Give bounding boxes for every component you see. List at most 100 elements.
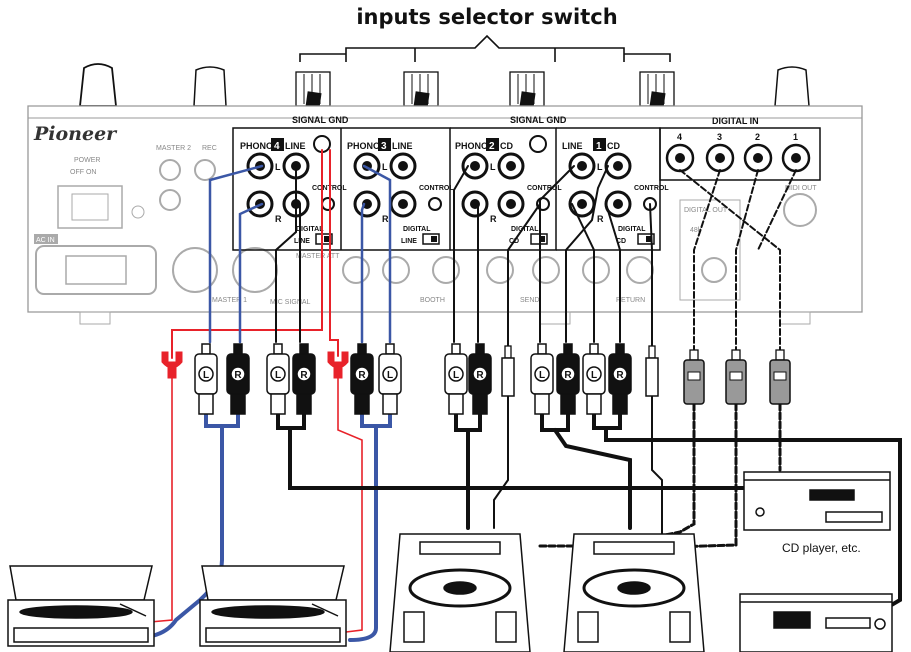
plug-boot bbox=[270, 393, 286, 415]
rca-plug-right: R bbox=[226, 343, 250, 415]
channel-left-label: LINE bbox=[562, 141, 583, 151]
channel-left-label: PHONO bbox=[240, 141, 273, 151]
control-cable bbox=[649, 203, 663, 541]
channel-right-label: CD bbox=[607, 141, 620, 151]
rca-plug-left: L bbox=[444, 343, 468, 415]
ground-spade bbox=[327, 351, 349, 379]
rca-jack-pin bbox=[398, 199, 408, 209]
rca-jack bbox=[604, 152, 632, 180]
digital-num: 2 bbox=[755, 132, 760, 142]
digital-switch-knob bbox=[431, 236, 437, 242]
label-signal-gnd-right: SIGNAL GND bbox=[510, 115, 567, 125]
label-booth: BOOTH bbox=[420, 297, 445, 304]
control-label: CONTROL bbox=[527, 185, 562, 192]
rca-jack bbox=[389, 152, 417, 180]
label-digital-out: DIGITAL OUT bbox=[684, 207, 728, 214]
plug-badge bbox=[230, 366, 246, 382]
rca-jack-pin bbox=[506, 161, 516, 171]
rca-jack-pin bbox=[506, 199, 516, 209]
rca-jack-pin bbox=[613, 161, 623, 171]
rca-plug-right: R bbox=[292, 343, 316, 415]
plug-tip bbox=[299, 343, 309, 355]
channel-number-badge bbox=[271, 138, 284, 151]
channel-left-label: PHONO bbox=[347, 141, 380, 151]
ac-inlet bbox=[35, 245, 157, 295]
switch-left-label: LINE bbox=[401, 238, 417, 245]
cassette-deck bbox=[739, 593, 893, 652]
rca-plug-left: L bbox=[582, 343, 606, 415]
mini-plug bbox=[501, 345, 515, 397]
channel-number-badge bbox=[486, 138, 499, 151]
plug-letter: L bbox=[453, 370, 459, 381]
knob-icon bbox=[774, 66, 810, 107]
plug-tip bbox=[537, 343, 547, 355]
label-master-att: MASTER ATT bbox=[296, 253, 340, 260]
digital-num: 1 bbox=[793, 132, 798, 142]
rca-jack bbox=[461, 190, 489, 218]
midi-out-port bbox=[783, 193, 817, 227]
channel-number: 3 bbox=[381, 141, 387, 152]
selector-brace bbox=[299, 34, 671, 62]
label-power-states: OFF ON bbox=[70, 169, 96, 176]
rca-plug-right: R bbox=[608, 343, 632, 415]
rca-jack-pin bbox=[362, 199, 372, 209]
plug-badge bbox=[448, 366, 464, 382]
ground-wire bbox=[337, 371, 363, 633]
switch-left-label: LINE bbox=[294, 238, 310, 245]
plug-tip bbox=[589, 343, 599, 355]
plug-badge bbox=[612, 366, 628, 382]
plug-badge bbox=[354, 366, 370, 382]
digital-cable bbox=[679, 169, 797, 357]
plug-letter: L bbox=[539, 370, 545, 381]
cd-player-deck-2 bbox=[563, 533, 705, 652]
digital-switch[interactable] bbox=[422, 233, 440, 245]
rca-plug-left: L bbox=[194, 343, 218, 415]
plug-tip bbox=[357, 343, 367, 355]
label-send: SEND bbox=[520, 297, 539, 304]
ac-in-text: AC IN bbox=[36, 237, 55, 244]
phono-cable-l bbox=[208, 164, 264, 344]
digital-switch[interactable] bbox=[315, 233, 333, 245]
coax-plug bbox=[683, 349, 705, 405]
rca-plug-left: L bbox=[266, 343, 290, 415]
rca-jack bbox=[246, 190, 274, 218]
label-power: POWER bbox=[74, 157, 100, 164]
jack-l-label: L bbox=[382, 162, 388, 172]
plug-boot bbox=[354, 393, 370, 415]
label-master1: MASTER 1 bbox=[212, 297, 247, 304]
cd-cable bbox=[453, 165, 479, 343]
plug-letter: L bbox=[275, 370, 281, 381]
digital-switch-knob bbox=[646, 236, 652, 242]
plug-badge bbox=[382, 366, 398, 382]
plug-boot bbox=[198, 393, 214, 415]
knob-icon bbox=[193, 66, 227, 107]
switch-digital-label: DIGITAL bbox=[403, 226, 431, 233]
rca-jack-pin bbox=[577, 161, 587, 171]
rca-jack-pin bbox=[577, 199, 587, 209]
jack-r-label: R bbox=[275, 214, 282, 224]
jack-r-label: R bbox=[490, 214, 497, 224]
cd-cable bbox=[539, 165, 609, 343]
plug-letter: L bbox=[203, 370, 209, 381]
label-signal-gnd-left: SIGNAL GND bbox=[292, 115, 349, 125]
rca-jack-pin bbox=[398, 161, 408, 171]
plug-tip bbox=[475, 343, 485, 355]
line-cable-run bbox=[276, 412, 762, 490]
plug-tip bbox=[563, 343, 573, 355]
power-switch[interactable] bbox=[57, 185, 123, 229]
plug-letter: R bbox=[358, 370, 366, 381]
coax-plug bbox=[725, 349, 747, 405]
plug-badge bbox=[586, 366, 602, 382]
diagram-title: inputs selector switch bbox=[356, 5, 617, 29]
coax-plug bbox=[769, 349, 791, 405]
phono-cable-r bbox=[360, 202, 366, 344]
digital-switch[interactable] bbox=[637, 233, 655, 245]
plug-badge bbox=[296, 366, 312, 382]
rca-plug-right: R bbox=[468, 343, 492, 415]
rca-jack bbox=[497, 190, 525, 218]
